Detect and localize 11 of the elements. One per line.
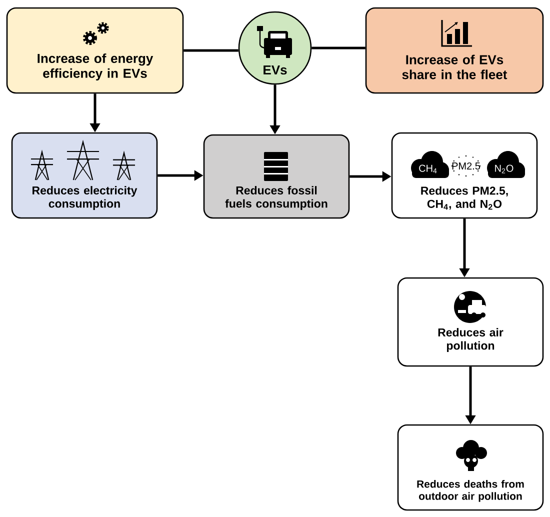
pollutant-label: PM2.5 [452, 162, 480, 170]
process-box: Reduces electricity consumption [11, 132, 158, 219]
connector-line [184, 49, 238, 52]
process-box: Reduces air pollution [397, 277, 544, 367]
process-box: Increase of EVs share in the fleet [365, 7, 544, 94]
pollutant-label: N$_{2}$O [495, 164, 514, 174]
connector-line [312, 46, 366, 50]
process-box: Reduces fossil fuels consumption [203, 134, 350, 219]
process-box: Increase of energy efficiency in EVs [6, 7, 184, 94]
pollutant-label: CH$_{4}$ [419, 164, 437, 174]
process-box: Reduces deaths from outdoor air pollution [397, 424, 544, 511]
